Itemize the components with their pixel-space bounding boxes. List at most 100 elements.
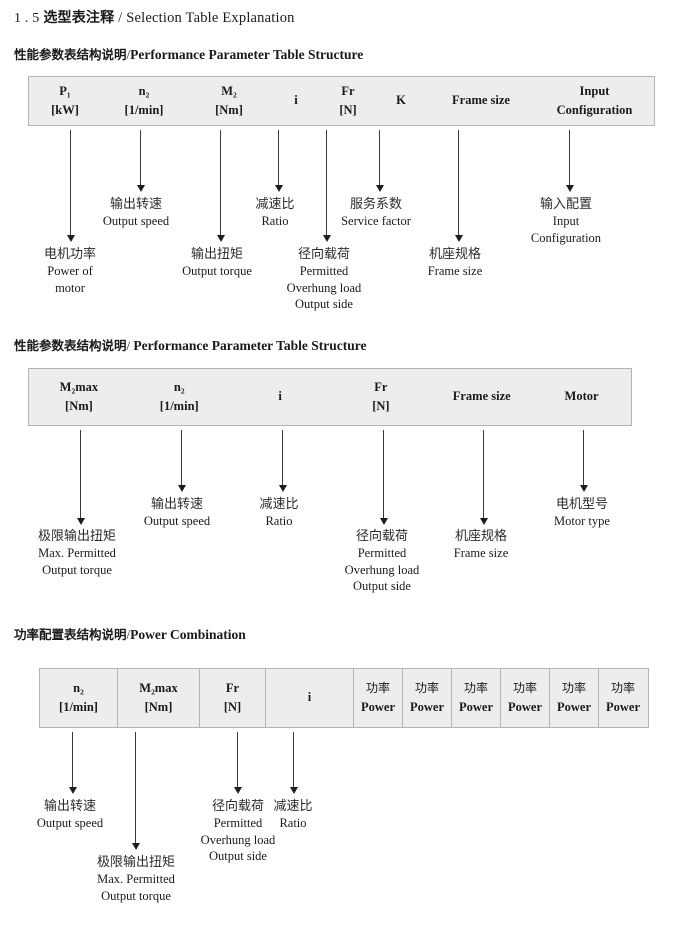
note-ratio-cn: 减速比 [255,197,295,212]
note-ratio-2: 减速比 Ratio [244,496,314,530]
arrow-to-ratio-2 [278,430,287,492]
note-ratio-en-1: Ratio [261,214,289,229]
note-input-configuration-cn: 输入配置 [539,197,592,212]
section-heading-1-en: Performance Parameter Table Structure [130,47,364,62]
table1-col-frame-size-label: Frame size [452,93,510,108]
note-output-speed-2-en-1: Output speed [143,514,211,529]
arrow-to-input-configuration [565,130,574,192]
table2-col-frame-size: Frame size [431,369,532,425]
section-heading-1-sep: / [126,47,131,62]
note-max-permitted-output-torque-cn: 极限输出扭矩 [37,529,116,544]
note-max-permitted-output-torque-3: 极限输出扭矩 Max. Permitted Output torque [81,854,191,904]
note-permitted-overhung-load-3-en-1: Permitted [213,816,263,831]
table3-col-n2-symbol: n₂ [73,680,84,695]
table1-col-m2-symbol: M₂ [221,83,237,98]
page-title-en: Selection Table Explanation [126,10,295,26]
note-output-speed-cn: 输出转速 [109,197,162,212]
table2-col-n2-symbol: n₂ [173,379,185,394]
section-heading-3-cn: 功率配置表结构说明 [14,627,127,642]
table1-col-fr-symbol: Fr [341,83,355,98]
table3-col-power-3-en: Power [458,699,493,714]
arrow-to-max-permitted-output-torque [76,430,85,525]
table3-col-n2: n₂ [1/min] [40,669,117,727]
section-heading-2-sep: / [126,338,131,353]
note-permitted-overhung-load-3-cn: 径向载荷 [211,799,264,814]
table1-col-input-line2: Configuration [556,103,633,117]
table1-col-n2-symbol: n₂ [138,83,150,98]
note-permitted-overhung-load-en-3: Output side [295,297,353,312]
note-permitted-overhung-load-3-en-3: Output side [209,849,267,864]
note-output-speed-3: 输出转速 Output speed [22,798,118,832]
table1-col-input-line1: Input [579,83,610,98]
table2-col-m2max: M₂max [Nm] [29,369,129,425]
note-input-configuration-en-1: Input [552,214,580,229]
note-max-permitted-output-torque-en-1: Max. Permitted [38,546,116,561]
table3-col-power-3: 功率 Power [451,669,500,727]
note-permitted-overhung-load: 径向载荷 Permitted Overhung load Output side [272,246,376,313]
note-output-speed: 输出转速 Output speed [88,196,184,230]
arrow-to-output-speed-3 [68,732,77,794]
note-max-permitted-output-torque-3-cn: 极限输出扭矩 [96,855,175,870]
table3-col-power-6: 功率 Power [598,669,647,727]
arrow-to-permitted-overhung-load-2 [379,430,388,525]
table1-col-n2: n₂ [1/min] [101,77,187,125]
note-input-configuration-en-2: Configuration [530,230,602,245]
note-permitted-overhung-load-2-en-2: Overhung load [344,562,420,577]
table2-col-frame-size-label: Frame size [452,389,511,404]
arrow-to-motor-type [579,430,588,492]
table2-col-fr-symbol: Fr [374,379,388,394]
table1-col-k-symbol: K [396,93,406,108]
note-permitted-overhung-load-2: 径向载荷 Permitted Overhung load Output side [330,528,434,595]
arrow-to-max-permitted-output-torque-3 [131,732,140,850]
table1-col-input-configuration: Input Configuration [535,77,654,125]
note-ratio-3-en-1: Ratio [279,816,307,831]
table1-col-p1-unit: [kW] [51,103,79,117]
note-output-speed-2-cn: 输出转速 [150,497,203,512]
note-frame-size-en-1: Frame size [427,264,483,279]
table3-col-power-6-cn: 功率 [610,681,635,696]
table3-col-power-5-en: Power [556,699,591,714]
note-permitted-overhung-load-3-en-2: Overhung load [200,832,276,847]
note-max-permitted-output-torque-en-2: Output torque [42,562,112,577]
table1-col-fr-unit: [N] [339,103,357,117]
table2-col-motor-label: Motor [564,389,599,404]
note-output-speed-3-cn: 输出转速 [43,799,96,814]
note-power-of-motor-cn: 电机功率 [43,247,96,262]
note-output-speed-3-en-1: Output speed [36,816,104,831]
note-power-of-motor-en-2: motor [55,280,85,295]
table3-col-power-1: 功率 Power [353,669,402,727]
note-max-permitted-output-torque: 极限输出扭矩 Max. Permitted Output torque [22,528,132,578]
note-motor-type-cn: 电机型号 [555,497,608,512]
table3-col-power-1-en: Power [360,699,395,714]
section-heading-1-cn: 性能参数表结构说明 [14,47,127,62]
table3-col-power-3-cn: 功率 [463,681,488,696]
table1-col-k: K [375,77,427,125]
table1-col-i-symbol: i [294,93,298,108]
note-permitted-overhung-load-cn: 径向载荷 [297,247,350,262]
table3-col-n2-unit: [1/min] [59,700,98,714]
note-ratio: 减速比 Ratio [240,196,310,230]
table3-col-m2max-symbol: M₂max [139,680,178,695]
section-heading-2-en: Performance Parameter Table Structure [133,338,367,353]
table3-col-power-1-cn: 功率 [365,681,390,696]
note-permitted-overhung-load-2-cn: 径向载荷 [355,529,408,544]
section-heading-2: 性能参数表结构说明/ Performance Parameter Table S… [14,335,366,354]
note-ratio-2-cn: 减速比 [259,497,299,512]
arrow-to-frame-size [454,130,463,242]
table2-col-n2: n₂ [1/min] [129,369,230,425]
table1-col-m2-unit: [Nm] [215,103,243,117]
table3-col-i: i [265,669,353,727]
note-permitted-overhung-load-en-1: Permitted [299,264,349,279]
note-power-of-motor: 电机功率 Power of motor [18,246,122,296]
note-frame-size-2-en-1: Frame size [453,546,509,561]
table3-col-power-2-cn: 功率 [414,681,439,696]
table1-col-frame-size: Frame size [427,77,535,125]
note-frame-size-2: 机座规格 Frame size [432,528,530,562]
table3-col-m2max-unit: [Nm] [144,700,173,714]
title-separator: / [118,10,123,26]
page-title-cn: 选型表注释 [43,10,115,26]
performance-parameter-table-1: P₁ [kW] n₂ [1/min] M₂ [Nm] i Fr [N] K Fr… [28,76,655,126]
note-ratio-3: 减速比 Ratio [258,798,328,832]
arrow-to-output-speed-2 [177,430,186,492]
